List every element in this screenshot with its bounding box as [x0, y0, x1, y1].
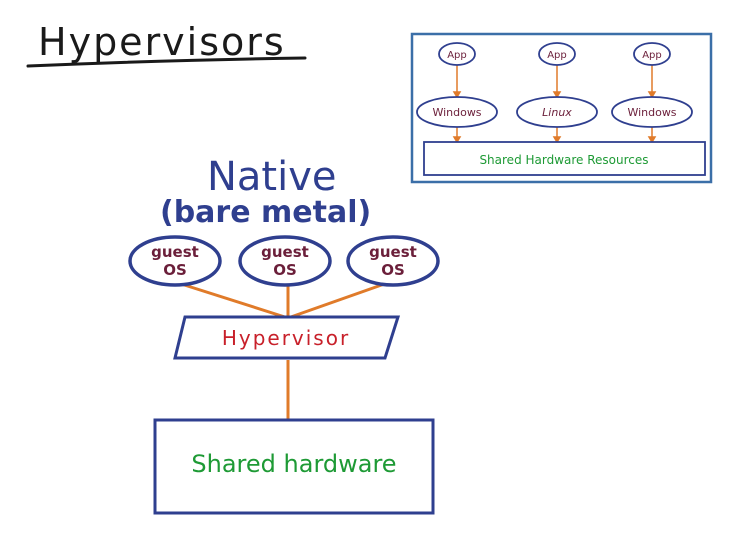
connector-guest3-hypervisor [287, 280, 391, 320]
inset-diagram: App App App Windows Linux Windows Shared… [410, 32, 713, 184]
inset-os-node: Linux [516, 96, 598, 128]
inset-os-label: Linux [542, 106, 572, 119]
page-title: Hypervisors [38, 20, 286, 64]
inset-app-node: App [438, 42, 476, 66]
inset-hardware-label: Shared Hardware Resources [479, 153, 648, 167]
inset-os-label: Windows [627, 106, 676, 119]
connector-guest1-hypervisor [174, 280, 289, 320]
guest-os-node: guest OS [128, 235, 222, 287]
guest-os-label-line1: guest [151, 243, 199, 261]
title-underline [26, 56, 307, 68]
guest-os-node: guest OS [238, 235, 332, 287]
inset-app-node: App [633, 42, 671, 66]
hypervisor-node: Hypervisor [173, 315, 401, 360]
guest-os-node: guest OS [346, 235, 440, 287]
shared-hardware-node: Shared hardware [153, 418, 435, 515]
guest-os-label-line2: OS [273, 261, 297, 279]
bare-metal-heading: (bare metal) [160, 195, 371, 230]
guest-os-label-line1: guest [369, 243, 417, 261]
native-heading: Native [207, 154, 337, 200]
inset-os-node: Windows [611, 96, 693, 128]
inset-arrows [452, 65, 657, 144]
inset-app-label: App [447, 50, 467, 61]
inset-app-label: App [547, 50, 567, 61]
inset-app-label: App [642, 50, 662, 61]
guest-os-label-line2: OS [163, 261, 187, 279]
inset-app-node: App [538, 42, 576, 66]
shared-hardware-label: Shared hardware [191, 450, 396, 478]
inset-os-label: Windows [432, 106, 481, 119]
guest-os-label-line1: guest [261, 243, 309, 261]
guest-os-label-line2: OS [381, 261, 405, 279]
inset-hardware-node: Shared Hardware Resources [423, 141, 706, 176]
hypervisor-label: Hypervisor [222, 326, 350, 350]
inset-os-node: Windows [416, 96, 498, 128]
